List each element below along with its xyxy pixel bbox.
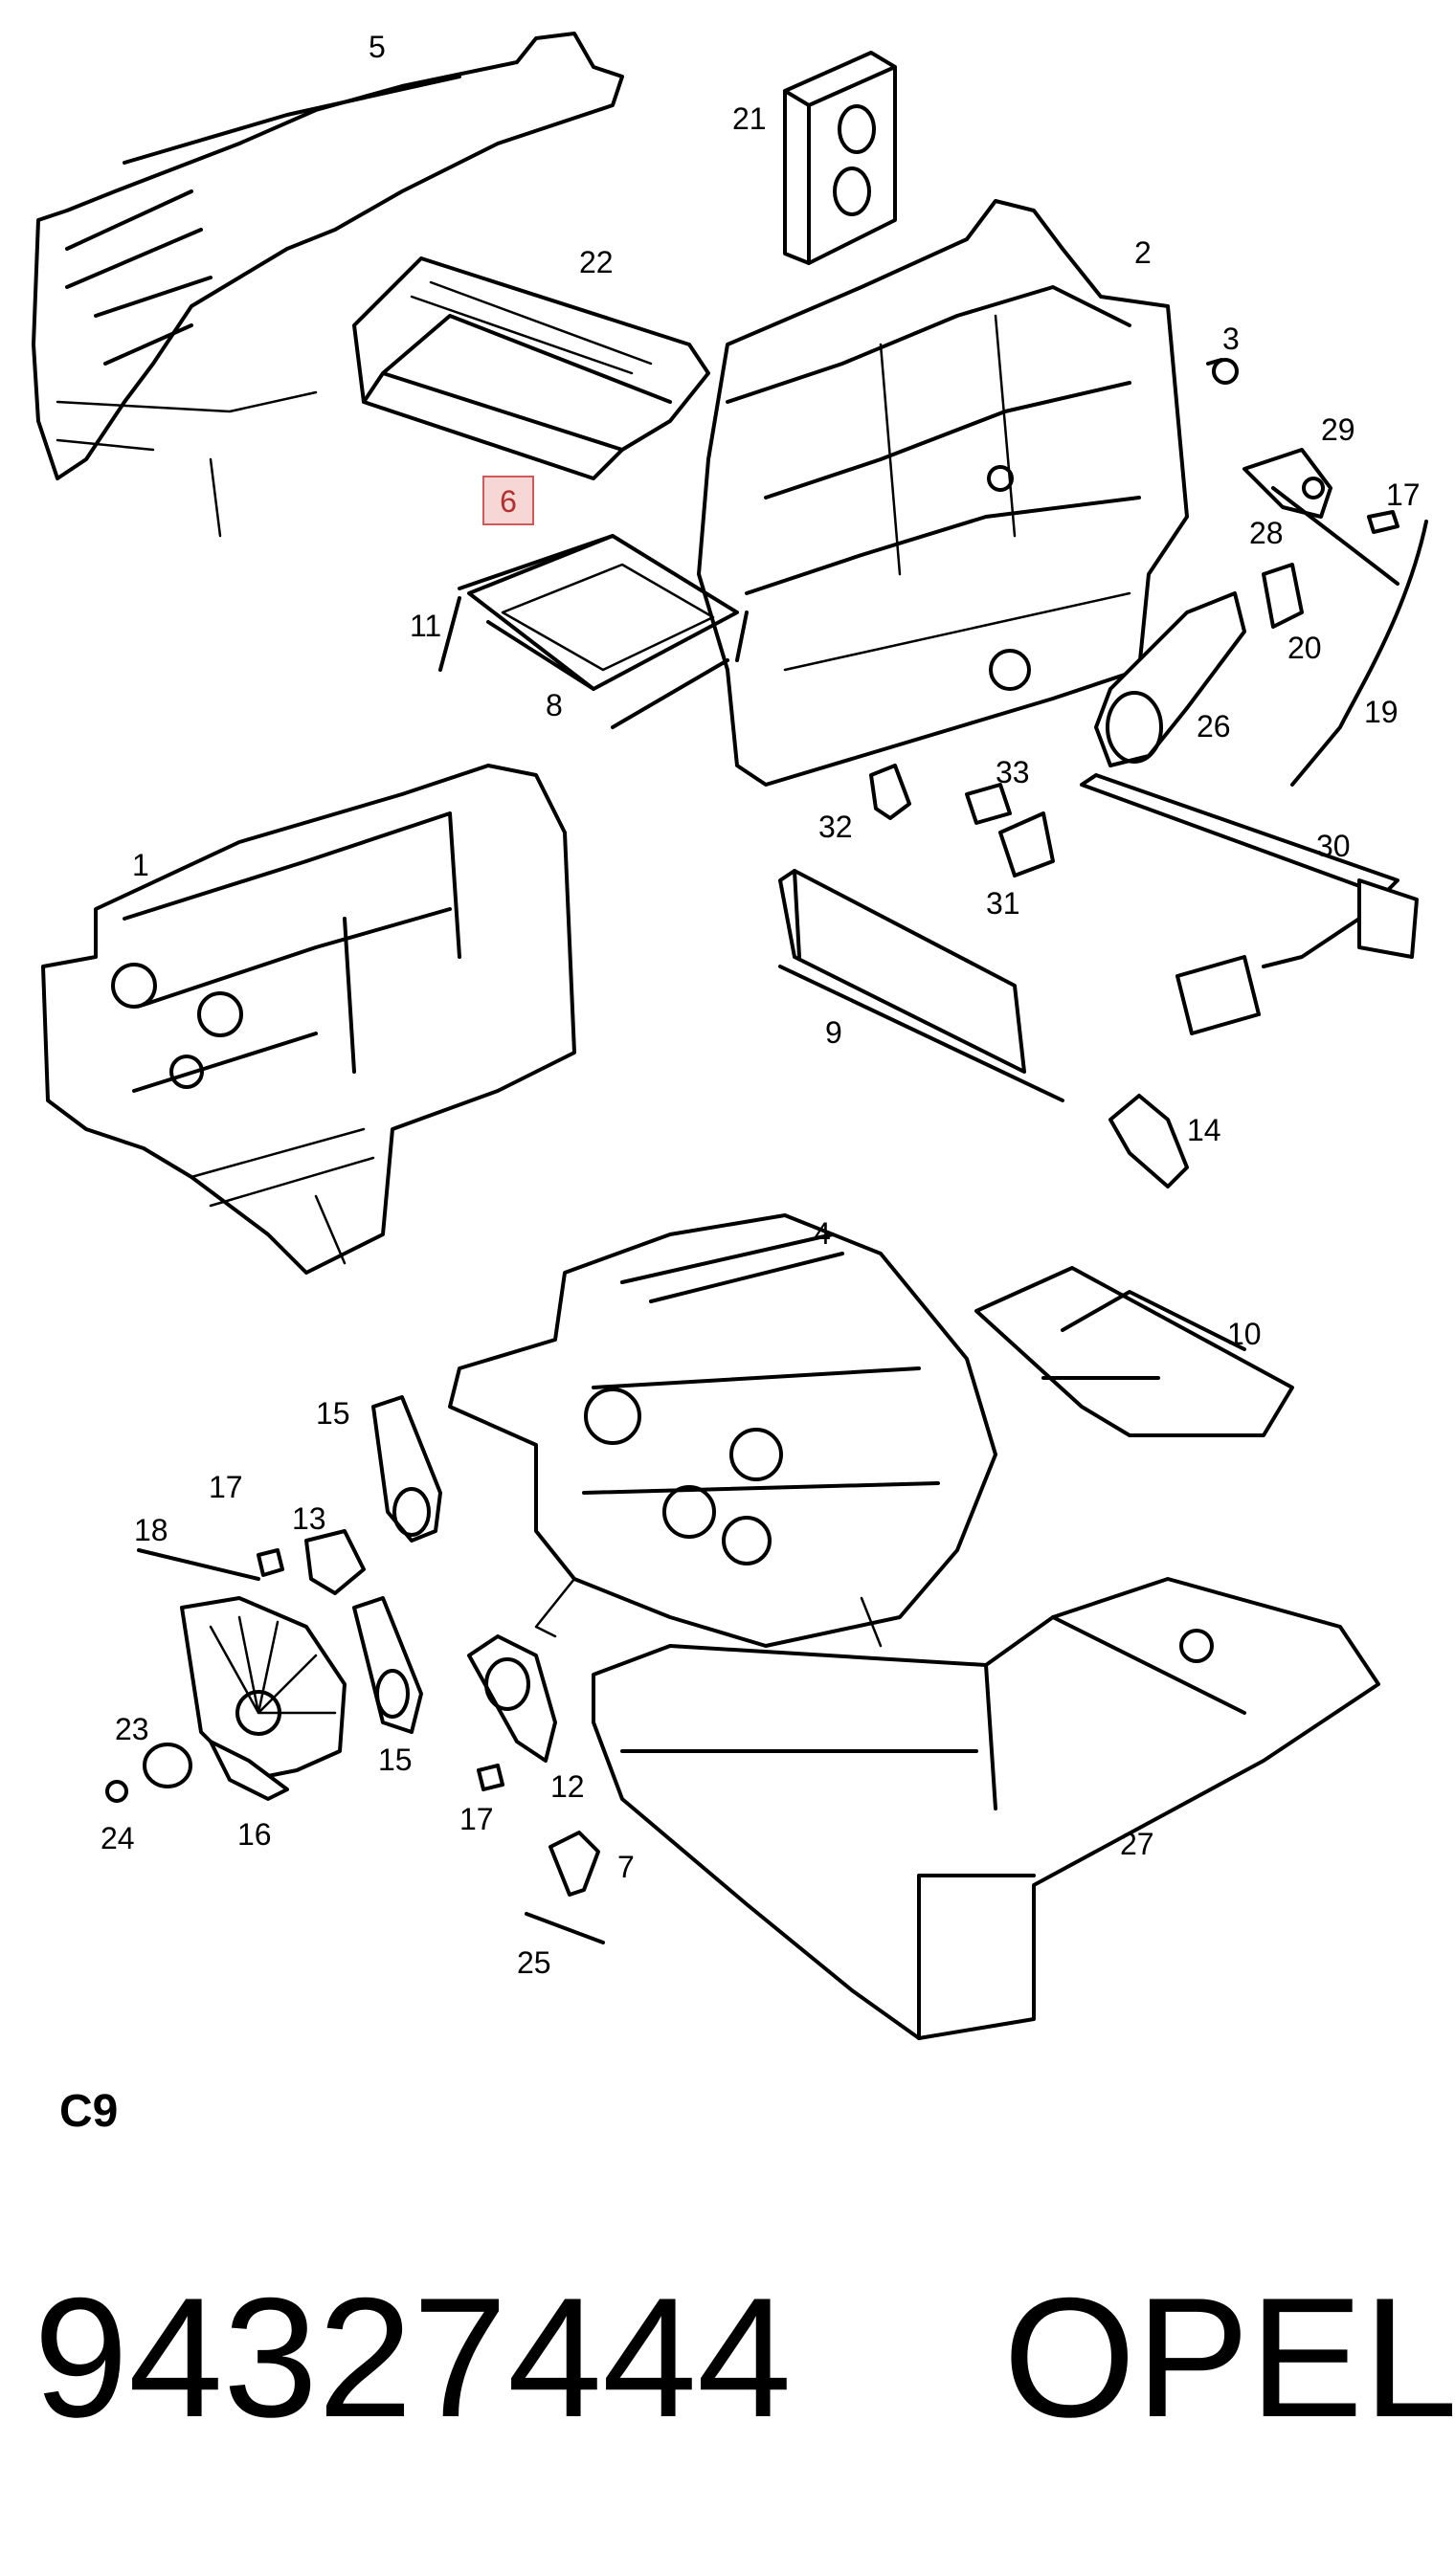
callout-15-bottom: 15 <box>378 1743 413 1777</box>
callout-17-left: 17 <box>209 1470 243 1504</box>
part-12-cam[interactable] <box>467 1634 557 1763</box>
part-17-clip-top[interactable] <box>1367 510 1399 534</box>
callout-8: 8 <box>546 688 563 722</box>
part-24-screw[interactable] <box>105 1780 128 1803</box>
part-4-housing[interactable] <box>448 1213 997 1648</box>
brand-name: OPEL <box>1003 2262 1455 2453</box>
part-10-flap[interactable] <box>974 1266 1294 1437</box>
callout-30: 30 <box>1316 829 1351 863</box>
part-32-bracket[interactable] <box>869 764 911 820</box>
callout-29: 29 <box>1321 412 1355 447</box>
callout-4: 4 <box>814 1216 831 1251</box>
callout-24: 24 <box>101 1821 135 1855</box>
callout-28: 28 <box>1249 516 1284 550</box>
callout-20: 20 <box>1287 631 1322 665</box>
callout-27: 27 <box>1120 1827 1154 1861</box>
callout-26: 26 <box>1197 709 1231 744</box>
callout-10: 10 <box>1227 1317 1262 1351</box>
callout-3: 3 <box>1222 322 1240 356</box>
callout-25: 25 <box>517 1945 551 1980</box>
callout-15-top: 15 <box>316 1396 350 1431</box>
part-11-rod[interactable] <box>458 534 615 590</box>
callout-11: 11 <box>410 609 441 643</box>
part-25-rod[interactable] <box>525 1912 605 1944</box>
part-20-clip[interactable] <box>1262 563 1304 629</box>
part-9-flap[interactable] <box>778 869 1064 1102</box>
callout-5: 5 <box>369 30 386 64</box>
part-15-cam-upper[interactable] <box>371 1395 442 1543</box>
callout-2: 2 <box>1134 235 1152 270</box>
part-17-clip-left[interactable] <box>257 1548 284 1577</box>
callout-9: 9 <box>825 1015 842 1050</box>
callout-16: 16 <box>237 1817 272 1852</box>
callout-22: 22 <box>579 245 614 279</box>
part-21-gasket[interactable] <box>783 51 897 265</box>
part-17-clip-bottom[interactable] <box>477 1764 504 1791</box>
part-29-lever[interactable] <box>1242 448 1332 519</box>
part-2-housing[interactable] <box>697 199 1189 787</box>
part-33-clip[interactable] <box>965 783 1012 825</box>
callout-13: 13 <box>292 1501 326 1536</box>
part-8-frame[interactable] <box>438 534 749 729</box>
section-code: C9 <box>59 2086 118 2137</box>
callout-21: 21 <box>732 101 767 136</box>
callout-17-top: 17 <box>1386 477 1421 512</box>
part-26-cam[interactable] <box>1094 591 1246 767</box>
callout-14: 14 <box>1187 1113 1221 1147</box>
part-22-filter[interactable] <box>352 256 710 480</box>
part-28-link[interactable] <box>1271 486 1399 586</box>
highlighted-callout-label: 6 <box>500 484 517 519</box>
part-15-cam-lower[interactable] <box>352 1596 423 1734</box>
callout-1: 1 <box>132 848 149 882</box>
callout-31: 31 <box>986 886 1020 921</box>
part-3-screw[interactable] <box>1206 358 1239 385</box>
callout-32: 32 <box>818 810 853 844</box>
part-number: 94327444 <box>34 2262 792 2453</box>
callout-7: 7 <box>617 1850 635 1884</box>
part-31-bracket[interactable] <box>998 811 1055 877</box>
part-30-flap[interactable] <box>1080 773 1419 1035</box>
part-7-lever[interactable] <box>548 1831 600 1897</box>
part-19-cable[interactable] <box>1290 520 1428 787</box>
part-1-heater-housing[interactable] <box>41 764 576 1275</box>
part-27-duct[interactable] <box>592 1577 1380 2040</box>
callout-12: 12 <box>550 1769 585 1804</box>
part-14-lever[interactable] <box>1108 1094 1189 1188</box>
part-13-lever[interactable] <box>304 1529 366 1595</box>
highlighted-callout-6[interactable]: 6 <box>482 476 534 525</box>
part-18-rod[interactable] <box>137 1548 260 1581</box>
part-16-control-wheel[interactable] <box>180 1596 347 1801</box>
callout-17-bottom: 17 <box>459 1802 494 1836</box>
part-23-cap[interactable] <box>143 1743 192 1788</box>
callout-33: 33 <box>996 755 1030 789</box>
part-5-upper-duct[interactable] <box>32 32 624 538</box>
callout-23: 23 <box>115 1712 149 1746</box>
callout-19: 19 <box>1364 695 1399 729</box>
callout-18: 18 <box>134 1513 168 1547</box>
